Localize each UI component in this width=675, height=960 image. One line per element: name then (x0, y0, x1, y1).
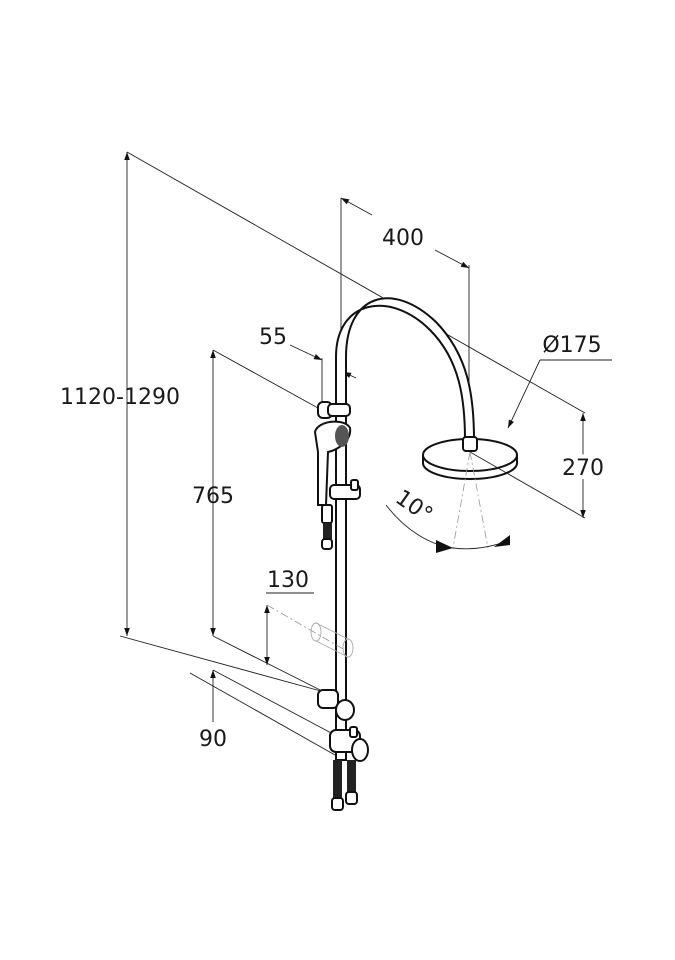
total-height-label: 1120-1290 (60, 385, 180, 410)
overhead-shower-head (422, 436, 518, 480)
dimension-head-diameter: Ø175 (507, 333, 612, 429)
dimension-bottom-offset: 90 (189, 669, 336, 756)
dimension-shelf-offset: 130 (264, 568, 354, 665)
arm-reach-label: 400 (382, 226, 424, 251)
head-diameter-label: Ø175 (542, 333, 601, 358)
shower-rail (335, 297, 476, 761)
dimension-head-drop: 270 270 (469, 413, 608, 519)
bottom-offset-label: 90 (199, 727, 227, 752)
rail-height-label: 765 (192, 484, 234, 509)
diverter-mixer (317, 689, 369, 811)
tilt-angle-label: 10° (391, 485, 437, 528)
head-drop-label: 270 (562, 456, 604, 481)
dimension-slider-offset: 55 (212, 325, 357, 409)
soap-shelf (310, 622, 354, 658)
dimension-total-height: 1120-1290 (60, 151, 586, 694)
slider-offset-label: 55 (259, 325, 287, 350)
dimension-arm-reach: 400 (340, 197, 470, 440)
dimension-rail-height: 765 (192, 350, 327, 694)
svg-text:270: 270 (562, 456, 604, 481)
hand-shower (313, 401, 361, 550)
shelf-offset-label: 130 (267, 568, 309, 593)
